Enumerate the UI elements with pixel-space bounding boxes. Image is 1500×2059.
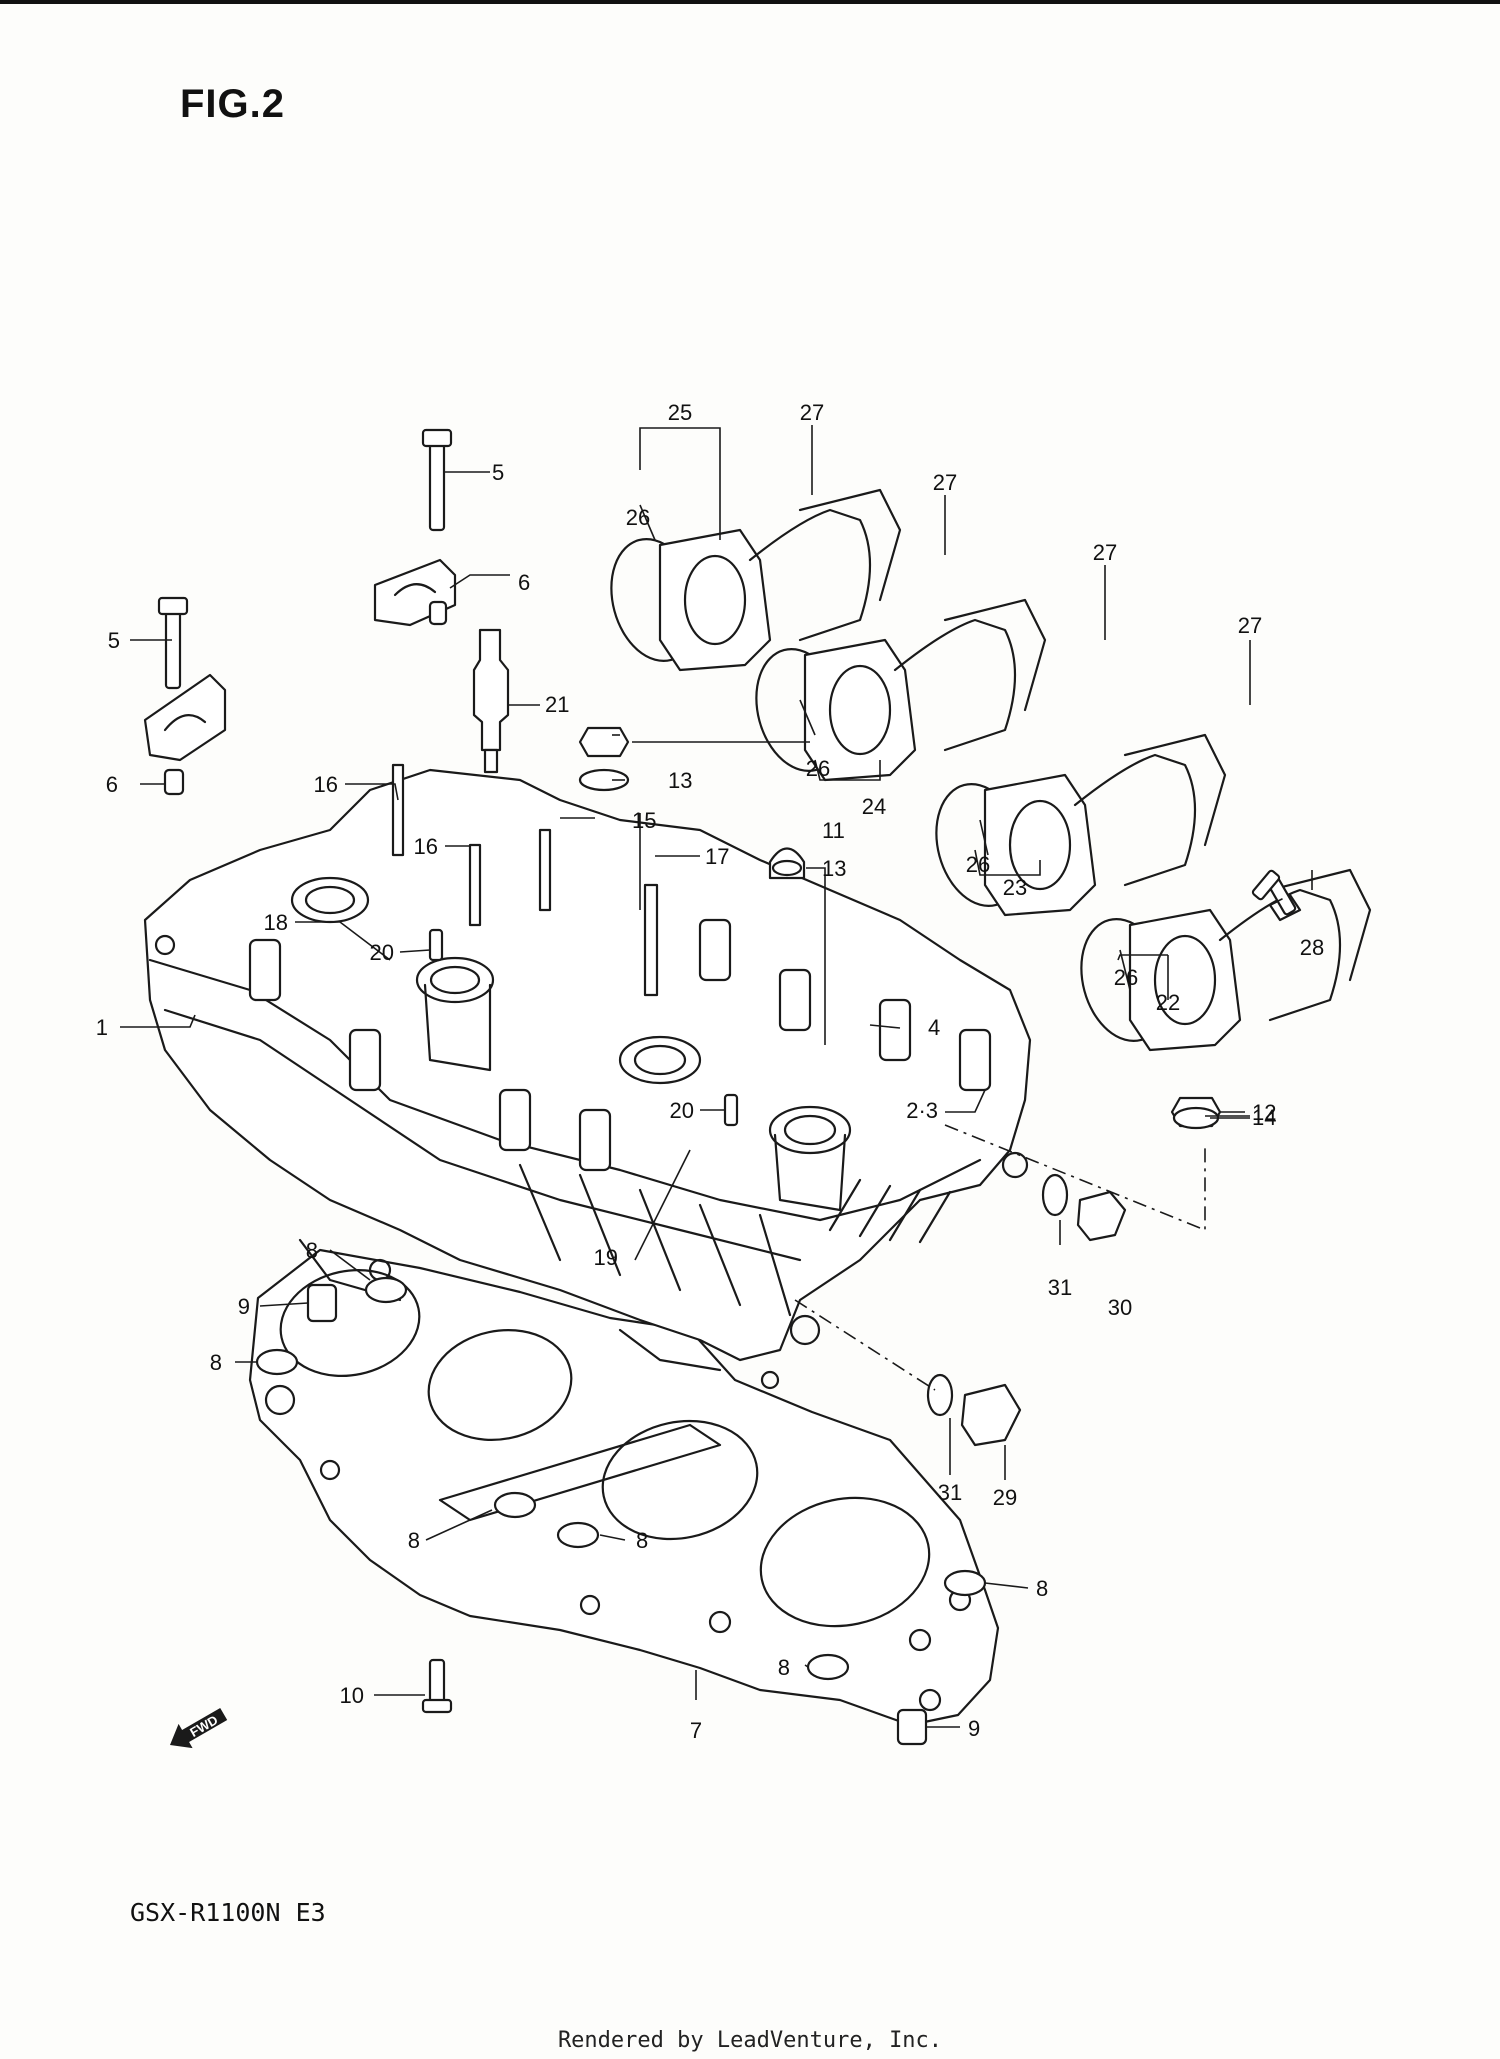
callout-6a: 6 [518,570,530,595]
figure-title: FIG.2 [180,82,286,126]
callout-14: 14 [1252,1105,1276,1130]
callout-27c: 27 [1093,540,1117,565]
callout-27a: 27 [800,400,824,425]
model-code: GSX-R1100N E3 [130,1898,326,1927]
callout-24: 24 [862,794,886,819]
callout-29: 29 [993,1485,1017,1510]
callout-6b: 6 [106,772,118,797]
callout-2-3: 2·3 [906,1098,938,1123]
callout-19: 19 [594,1245,618,1270]
callout-8f: 8 [778,1655,790,1680]
callout-9a: 9 [238,1294,250,1319]
callout-13a: 13 [668,768,692,793]
cylinder-head-drawing [143,768,1032,1390]
forward-arrow-icon: FWD [170,1707,228,1749]
callout-12b: 12 [1252,1100,1276,1125]
callout-4: 4 [928,1015,940,1040]
callout-21: 21 [545,692,569,717]
render-credit: Rendered by LeadVenture, Inc. [557,2028,943,2053]
callout-22: 22 [1156,990,1180,1015]
top-border [0,0,1500,4]
callout-23: 23 [1003,875,1027,900]
callout-31b: 31 [938,1480,962,1505]
callout-13b: 13 [822,856,846,881]
callout-10: 10 [340,1683,364,1708]
callout-8c: 8 [408,1528,420,1553]
callout-17b: 17 [705,844,729,869]
callout-5a: 5 [492,460,504,485]
callout-8a: 8 [306,1238,318,1263]
callout-8d: 8 [636,1528,648,1553]
callout-9b: 9 [968,1716,980,1741]
callout-26a: 26 [626,505,650,530]
callout-26c: 26 [966,852,990,877]
callout-27b: 27 [933,470,957,495]
callout-27d: 27 [1238,613,1262,638]
callout-8e: 8 [1036,1576,1048,1601]
callout-7: 7 [690,1718,702,1743]
intake-pipes-drawing [610,488,1372,1052]
callout-30: 30 [1108,1295,1132,1320]
callout-28: 28 [1300,935,1324,960]
cam-holder-drawing [143,428,457,796]
callout-26d: 26 [1114,965,1138,990]
callout-26b: 26 [806,756,830,781]
small-parts-drawing [255,869,1281,1746]
callout-1: 1 [96,1015,108,1040]
callout-20a: 20 [370,940,394,965]
leader-lines [120,425,1313,1728]
spark-plug-and-studs-drawing [391,628,739,1127]
callout-16a: 16 [314,772,338,797]
callout-16b: 16 [414,834,438,859]
callout-31a: 31 [1048,1275,1072,1300]
callout-18: 18 [264,910,288,935]
callout-5b: 5 [108,628,120,653]
callout-8b: 8 [210,1350,222,1375]
callout-11: 11 [822,818,845,843]
head-gasket-drawing [248,1248,1000,1727]
callout-labels: 1 2·3 4 5 5 6 6 7 8 8 8 8 8 8 8 9 9 10 1… [96,400,1324,1743]
callout-20b: 20 [670,1098,694,1123]
callout-15: 15 [632,808,656,833]
callout-25: 25 [668,400,692,425]
